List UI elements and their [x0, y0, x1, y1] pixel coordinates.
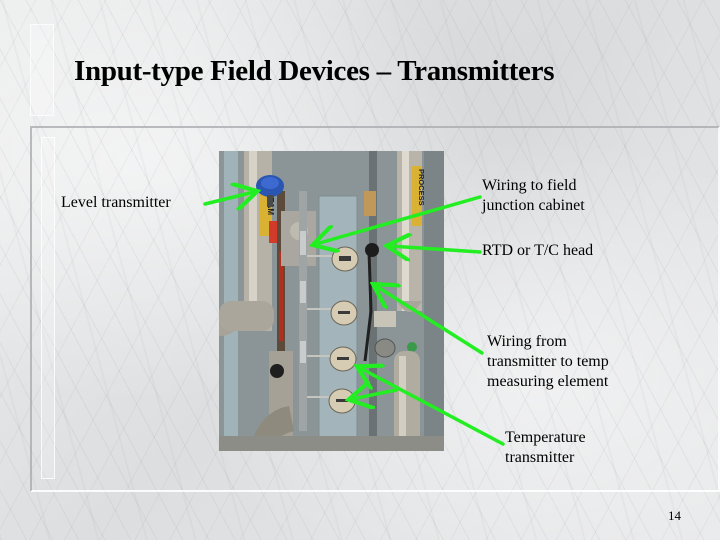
callout-wiring-from-transmitter: Wiring from transmitter to temp measurin…	[487, 332, 609, 392]
body-frame-accent	[41, 137, 55, 479]
callout-level-transmitter: Level transmitter	[61, 194, 171, 211]
callout-line: Wiring from	[487, 333, 567, 350]
callout-line: junction cabinet	[482, 197, 585, 214]
title-frame-accent	[30, 24, 54, 116]
content-frame	[30, 126, 720, 492]
equipment-photo: STEAM	[219, 151, 444, 451]
callout-wiring-to-field: Wiring to field junction cabinet	[482, 176, 585, 216]
page-number: 14	[668, 508, 681, 523]
callout-temperature-transmitter: Temperature transmitter	[505, 428, 586, 468]
callout-line: measuring element	[487, 373, 609, 390]
callout-line: transmitter	[505, 449, 575, 466]
callout-line: Wiring to field	[482, 177, 577, 194]
process-pipe-label: PROCESS	[417, 169, 426, 206]
slide-title: Input-type Field Devices – Transmitters	[74, 55, 555, 87]
callout-rtd-head: RTD or T/C head	[482, 242, 594, 259]
callout-line: transmitter to temp	[487, 353, 609, 370]
callout-line: Temperature	[505, 429, 586, 446]
